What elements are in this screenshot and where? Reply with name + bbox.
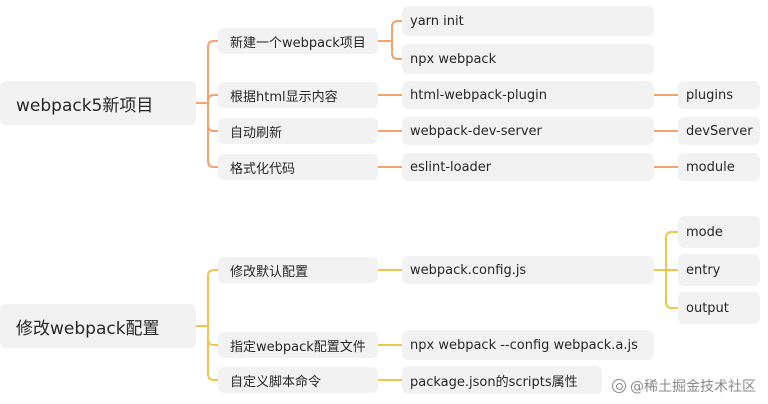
node-package-json-scripts[interactable]: package.json的scripts属性	[402, 366, 602, 394]
link-configjs-output	[665, 270, 678, 309]
link-root1-child-1	[207, 94, 218, 103]
link-root1-child-3	[207, 103, 218, 168]
node-label: eslint-loader	[410, 159, 492, 175]
node-label: 根据html显示内容	[230, 89, 338, 105]
node-label: entry	[686, 262, 721, 278]
link-root1-child-2	[207, 103, 218, 132]
node-label: output	[686, 300, 729, 316]
watermark-text: @稀土掘金技术社区	[630, 379, 756, 395]
node-label: module	[686, 159, 735, 175]
juejin-logo-icon	[612, 379, 626, 393]
node-webpack-config-js[interactable]: webpack.config.js	[402, 256, 654, 284]
node-label: npx webpack --config webpack.a.js	[410, 337, 638, 353]
node-new-project[interactable]: 新建一个webpack项目	[218, 28, 378, 54]
node-eslint-loader[interactable]: eslint-loader	[402, 153, 654, 181]
link-configjs-mode	[665, 231, 678, 270]
node-html-display[interactable]: 根据html显示内容	[218, 82, 378, 108]
root-label: webpack5新项目	[16, 95, 154, 116]
node-yarn-init[interactable]: yarn init	[402, 6, 654, 36]
node-label: 指定webpack配置文件	[230, 339, 366, 355]
node-label: webpack-dev-server	[410, 123, 542, 139]
node-npx-webpack-config[interactable]: npx webpack --config webpack.a.js	[402, 330, 654, 360]
node-label: yarn init	[410, 13, 464, 29]
node-mode[interactable]: mode	[678, 216, 760, 248]
node-html-webpack-plugin[interactable]: html-webpack-plugin	[402, 81, 654, 109]
node-label: 新建一个webpack项目	[230, 35, 366, 51]
node-webpack-dev-server[interactable]: webpack-dev-server	[402, 117, 654, 145]
node-auto-refresh[interactable]: 自动刷新	[218, 118, 378, 144]
link-root2-child-1	[207, 326, 218, 346]
node-output[interactable]: output	[678, 292, 760, 324]
node-label: devServer	[686, 123, 753, 139]
root-webpack5-new-project[interactable]: webpack5新项目	[0, 81, 196, 125]
node-label: html-webpack-plugin	[410, 87, 547, 103]
node-label: 自动刷新	[230, 125, 283, 141]
node-label: 自定义脚本命令	[230, 374, 322, 390]
link-root1-child-0	[207, 40, 218, 103]
node-plugins[interactable]: plugins	[678, 81, 760, 109]
node-entry[interactable]: entry	[678, 254, 760, 286]
node-format-code[interactable]: 格式化代码	[218, 154, 378, 180]
node-devserver[interactable]: devServer	[678, 117, 760, 145]
watermark: @稀土掘金技术社区	[612, 376, 756, 396]
node-module[interactable]: module	[678, 153, 760, 181]
root-label: 修改webpack配置	[16, 318, 160, 339]
node-label: webpack.config.js	[410, 262, 527, 278]
node-label: mode	[686, 224, 723, 240]
link-root2-child-2	[207, 326, 218, 381]
node-label: 格式化代码	[230, 161, 296, 177]
node-label: plugins	[686, 87, 733, 103]
node-specify-config[interactable]: 指定webpack配置文件	[218, 332, 378, 358]
link-newproj-npx	[391, 41, 402, 60]
root-modify-webpack-config[interactable]: 修改webpack配置	[0, 304, 196, 348]
node-label: 修改默认配置	[230, 264, 309, 280]
node-label: npx webpack	[410, 51, 497, 67]
link-root2-child-0	[207, 269, 218, 326]
node-custom-script[interactable]: 自定义脚本命令	[218, 367, 378, 393]
node-label: package.json的scripts属性	[410, 374, 578, 390]
link-newproj-yarn	[391, 20, 402, 41]
node-default-config[interactable]: 修改默认配置	[218, 257, 378, 283]
node-npx-webpack[interactable]: npx webpack	[402, 44, 654, 74]
